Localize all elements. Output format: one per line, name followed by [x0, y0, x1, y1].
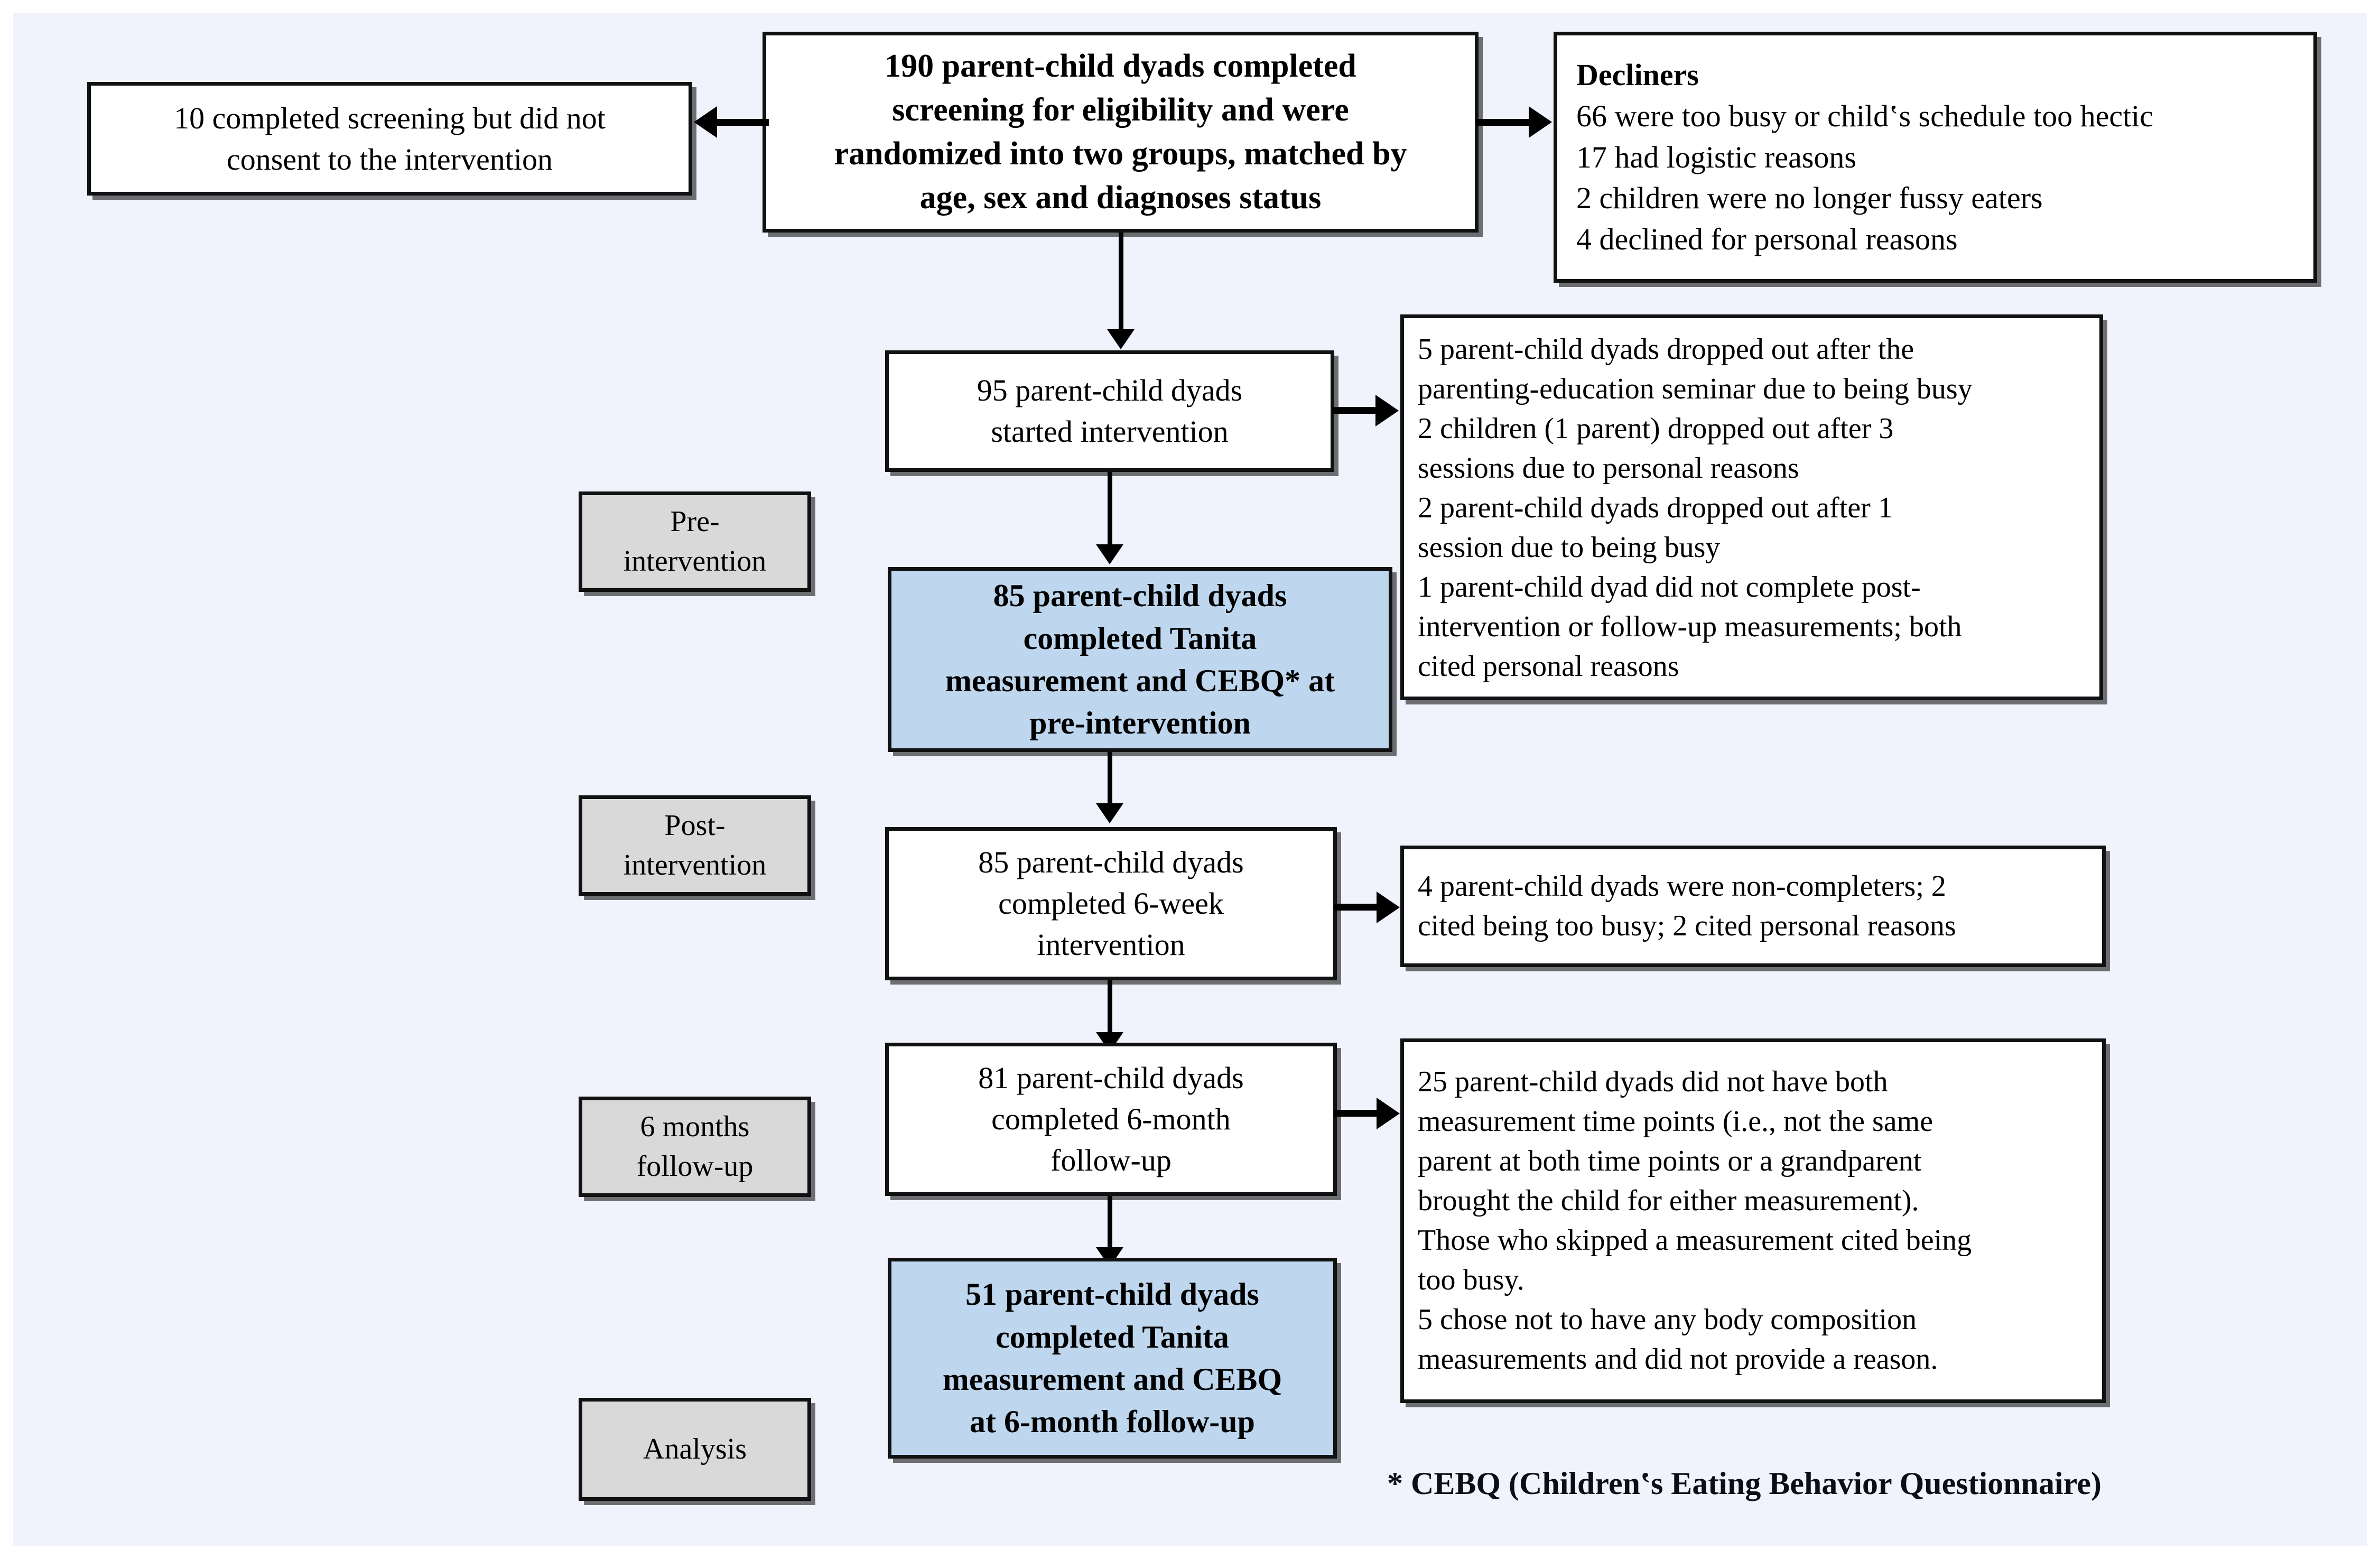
arrow-followup-to-excluded	[1377, 1098, 1400, 1129]
stage-label-analysis: Analysis	[579, 1398, 811, 1501]
node-followup-complete-text: 81 parent-child dyads completed 6-month …	[978, 1061, 1244, 1177]
node-decliners-title: Decliners	[1576, 58, 1699, 92]
stage-label-six-months-followup: 6 months follow-up	[579, 1097, 811, 1197]
stage-label-post-intervention-text: Post- intervention	[623, 809, 767, 881]
stage-label-pre-intervention: Pre- intervention	[579, 491, 811, 592]
connector-enrollment-to-decliners	[1476, 119, 1531, 126]
connector-enrollment-to-started	[1119, 233, 1123, 333]
node-followup-excluded-text: 25 parent-child dyads did not have both …	[1418, 1065, 1972, 1376]
arrow-started-to-dropouts	[1375, 395, 1399, 426]
connector-premeasure-to-postcomplete	[1108, 752, 1112, 808]
connector-started-to-dropouts	[1332, 407, 1379, 414]
node-followup-complete: 81 parent-child dyads completed 6-month …	[885, 1043, 1337, 1196]
node-decliners-body: 66 were too busy or child‛s schedule too…	[1576, 98, 2154, 257]
connector-postcomplete-to-followup	[1108, 980, 1112, 1036]
node-decliners-text: Decliners 66 were too busy or child‛s sch…	[1569, 54, 2161, 260]
arrow-premeasure-to-postcomplete	[1096, 803, 1123, 823]
node-started-intervention-text: 95 parent-child dyads started interventi…	[977, 373, 1243, 449]
arrow-enrollment-to-started	[1107, 329, 1135, 349]
connector-postcomplete-to-noncompleters	[1334, 904, 1381, 911]
arrow-started-to-premeasure	[1096, 544, 1123, 564]
node-non-completers-text: 4 parent-child dyads were non-completers…	[1418, 869, 1956, 942]
node-followup-excluded: 25 parent-child dyads did not have both …	[1400, 1038, 2106, 1403]
node-pre-measurement: 85 parent-child dyads completed Tanita m…	[888, 567, 1392, 752]
node-enrollment-text: 190 parent-child dyads completed screeni…	[834, 48, 1407, 216]
arrow-enrollment-to-decliners	[1529, 106, 1552, 138]
connector-enrollment-to-nonconsent	[716, 119, 769, 126]
node-non-completers: 4 parent-child dyads were non-completers…	[1400, 846, 2106, 967]
stage-label-post-intervention: Post- intervention	[579, 795, 811, 896]
arrow-postcomplete-to-noncompleters	[1377, 892, 1400, 923]
node-started-intervention: 95 parent-child dyads started interventi…	[885, 350, 1334, 472]
node-dropouts-text: 5 parent-child dyads dropped out after t…	[1418, 333, 1973, 683]
node-post-complete: 85 parent-child dyads completed 6-week i…	[885, 827, 1337, 980]
node-analysis-measurement-text: 51 parent-child dyads completed Tanita m…	[942, 1277, 1282, 1440]
connector-started-to-premeasure	[1108, 472, 1112, 549]
node-non-consent: 10 completed screening but did not conse…	[87, 82, 692, 196]
node-enrollment: 190 parent-child dyads completed screeni…	[763, 32, 1479, 233]
node-post-complete-text: 85 parent-child dyads completed 6-week i…	[978, 845, 1244, 962]
stage-label-pre-intervention-text: Pre- intervention	[623, 505, 767, 578]
node-dropouts: 5 parent-child dyads dropped out after t…	[1400, 314, 2103, 700]
node-pre-measurement-text: 85 parent-child dyads completed Tanita m…	[945, 578, 1335, 741]
stage-label-analysis-text: Analysis	[643, 1432, 747, 1465]
node-analysis-measurement: 51 parent-child dyads completed Tanita m…	[888, 1258, 1337, 1459]
node-decliners: Decliners 66 were too busy or child‛s sch…	[1554, 32, 2317, 283]
arrow-enrollment-to-nonconsent	[694, 106, 717, 138]
node-non-consent-text: 10 completed screening but did not conse…	[174, 100, 606, 177]
connector-followup-to-excluded	[1334, 1110, 1381, 1117]
flowchart-canvas: 190 parent-child dyads completed screeni…	[13, 13, 2367, 1546]
connector-followup-to-analysis	[1108, 1196, 1112, 1251]
stage-label-six-months-followup-text: 6 months follow-up	[636, 1110, 754, 1183]
footnote-cebq: * CEBQ (Children‛s Eating Behavior Quest…	[1387, 1466, 2102, 1501]
